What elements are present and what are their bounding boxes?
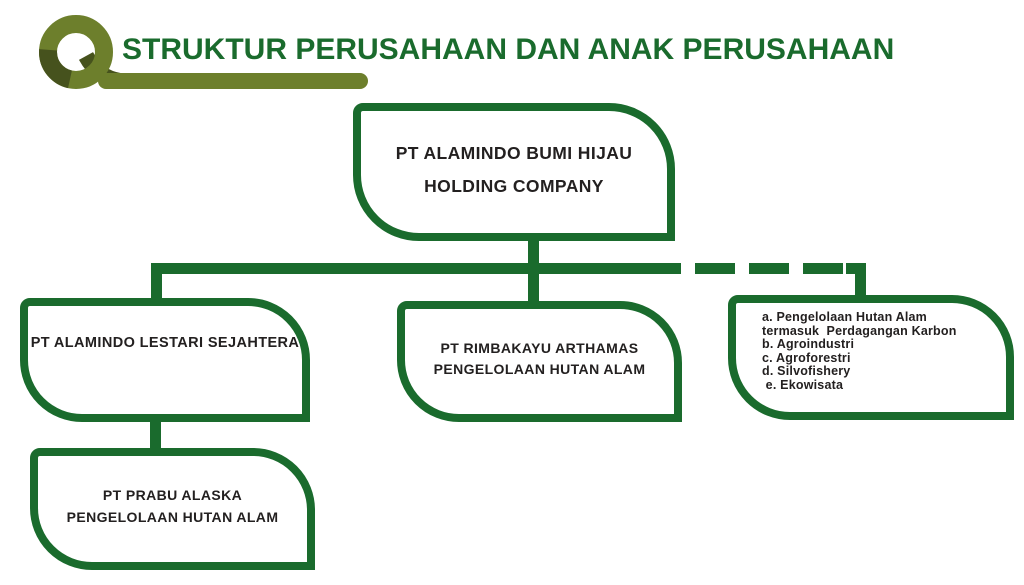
connector-to-prabu	[150, 410, 161, 458]
connector-to-business-lines	[855, 263, 866, 305]
business-line-item: b. Agroindustri	[762, 337, 855, 352]
connector-horizontal-solid	[151, 263, 681, 274]
business-line-item: c. Agroforestri	[762, 350, 851, 365]
business-line-item: d. Silvofishery	[762, 364, 851, 379]
connector-to-rimbakayu	[528, 263, 539, 311]
node-holding-subtitle: HOLDING COMPANY	[424, 176, 604, 196]
node-prabu-subtitle: PENGELOLAAN HUTAN ALAM	[66, 509, 279, 525]
node-prabu-name: PT PRABU ALASKA	[102, 487, 243, 503]
connector-horizontal-dashed	[695, 263, 846, 274]
node-lestari-name: PT ALAMINDO LESTARI SEJAHTERA	[30, 335, 300, 351]
node-rimbakayu-name: PT RIMBAKAYU ARTHAMAS	[440, 340, 639, 356]
connector-holding-down	[528, 234, 539, 268]
node-alamindo-lestari-sejahtera: PT ALAMINDO LESTARI SEJAHTERA	[20, 298, 310, 422]
node-holding-name: PT ALAMINDO BUMI HIJAU	[395, 143, 633, 163]
node-business-lines: a. Pengelolaan Hutan Alam termasuk Perda…	[728, 295, 1014, 420]
business-line-item: a. Pengelolaan Hutan Alam	[762, 310, 927, 324]
node-prabu-alaska: PT PRABU ALASKA PENGELOLAAN HUTAN ALAM	[30, 448, 315, 570]
business-line-item: termasuk Perdagangan Karbon	[762, 323, 957, 338]
node-rimbakayu-subtitle: PENGELOLAAN HUTAN ALAM	[433, 361, 646, 377]
ribbon-loop-logo-icon	[39, 15, 368, 89]
node-holding-company: PT ALAMINDO BUMI HIJAU HOLDING COMPANY	[353, 103, 675, 241]
page-title: STRUKTUR PERUSAHAAN DAN ANAK PERUSAHAAN	[122, 33, 895, 66]
connector-to-lestari	[151, 263, 162, 308]
node-rimbakayu-arthamas: PT RIMBAKAYU ARTHAMAS PENGELOLAAN HUTAN …	[397, 301, 682, 422]
business-line-item: e. Ekowisata	[762, 377, 844, 392]
